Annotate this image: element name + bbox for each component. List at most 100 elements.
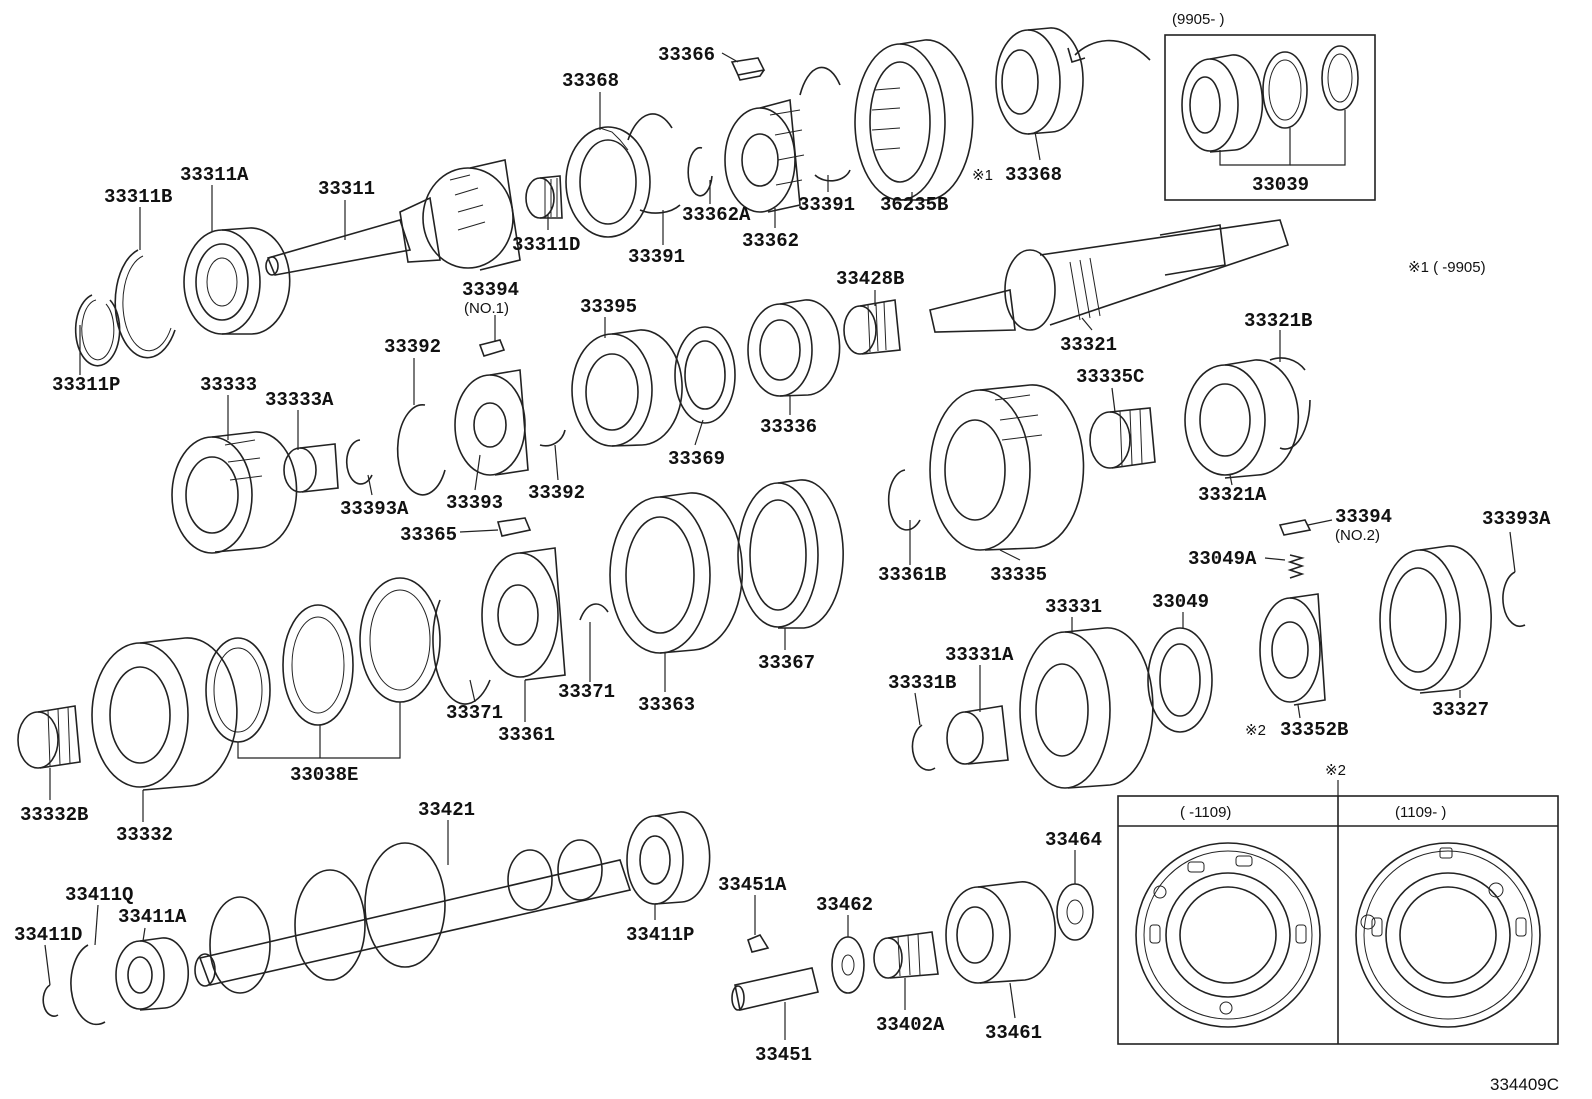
- synchro-ring-33367: [737, 479, 844, 629]
- ring-33369: [674, 326, 736, 424]
- ring-33393A-left: [345, 439, 373, 485]
- label-33311B: 33311B: [104, 186, 172, 208]
- label-33333: 33333: [200, 374, 257, 396]
- gear-33461: [945, 881, 1057, 984]
- label-33402A: 33402A: [876, 1014, 945, 1036]
- label-33321: 33321: [1060, 334, 1117, 356]
- key-33366: [730, 57, 766, 81]
- label-33411D: 33411D: [14, 924, 82, 946]
- label-mark2-a: ※2: [1245, 722, 1266, 739]
- snap-ring-33391-b: [799, 66, 851, 182]
- counter-shaft-33421: [194, 839, 632, 994]
- label-33049A: 33049A: [1188, 548, 1257, 570]
- synchro-ring-33336: [747, 299, 841, 397]
- gear-33332: [91, 637, 238, 791]
- ring-33411D: [42, 984, 59, 1017]
- sleeve-33395: [571, 329, 683, 447]
- key-33394-no1: [478, 339, 506, 357]
- label-mark2-inset: ※2: [1325, 762, 1346, 779]
- washer-33464: [1056, 883, 1094, 941]
- label-33331: 33331: [1045, 596, 1102, 618]
- label-33394-right: 33394: [1335, 506, 1392, 528]
- ring-33331B: [911, 724, 936, 771]
- label-33462: 33462: [816, 894, 873, 916]
- label-33366: 33366: [658, 44, 715, 66]
- label-33393: 33393: [446, 492, 503, 514]
- label-33332: 33332: [116, 824, 173, 846]
- label-33321A: 33321A: [1198, 484, 1267, 506]
- label-33411Q: 33411Q: [65, 884, 133, 906]
- label-33327: 33327: [1432, 699, 1489, 721]
- label-33464: 33464: [1045, 829, 1102, 851]
- ring-33321B: [1269, 357, 1311, 450]
- arrow-inset-to-ring: [1067, 39, 1151, 64]
- label-33391-left: 33391: [628, 246, 685, 268]
- ring-33361B: [887, 469, 921, 531]
- hub-33352B: [1259, 593, 1326, 706]
- label-33049: 33049: [1152, 591, 1209, 613]
- synchro-ring-set-33038E: [205, 577, 441, 743]
- needle-bearing-33331A: [946, 705, 1009, 765]
- label-33336: 33336: [760, 416, 817, 438]
- label-33362: 33362: [742, 230, 799, 252]
- bearing-33411P: [626, 811, 711, 905]
- washer-33462: [831, 936, 865, 994]
- label-33311P: 33311P: [52, 374, 120, 396]
- label-33321B: 33321B: [1244, 310, 1312, 332]
- inset-box-9905: [1164, 34, 1376, 201]
- label-33428B: 33428B: [836, 268, 904, 290]
- label-33393A-right: 33393A: [1482, 508, 1551, 530]
- label-33395: 33395: [580, 296, 637, 318]
- inset2-right-range: (1109- ): [1395, 804, 1446, 821]
- synchro-ring-33049: [1147, 627, 1213, 733]
- label-33335: 33335: [990, 564, 1047, 586]
- key-33394-no2: [1278, 519, 1312, 536]
- gear-33333: [171, 431, 298, 554]
- label-33311D: 33311D: [512, 234, 580, 256]
- sleeve-33327: [1379, 545, 1492, 694]
- label-33039: 33039: [1252, 174, 1309, 196]
- needle-bearing-33333A: [283, 443, 339, 493]
- sleeve-33363: [609, 492, 744, 654]
- key-33365: [496, 517, 532, 537]
- label-36235B: 36235B: [880, 194, 948, 216]
- synchro-ring-33368-left: [565, 126, 651, 238]
- ring-33411Q: [70, 944, 106, 1026]
- mark1-range-note: ※1 ( -9905): [1408, 259, 1486, 276]
- label-33411A: 33411A: [118, 906, 187, 928]
- label-33461: 33461: [985, 1022, 1042, 1044]
- label-33331B: 33331B: [888, 672, 956, 694]
- label-33311A: 33311A: [180, 164, 249, 186]
- label-no1: (NO.1): [464, 300, 509, 317]
- label-33451: 33451: [755, 1044, 812, 1066]
- ring-33311B: [114, 249, 176, 359]
- label-33411P: 33411P: [626, 924, 694, 946]
- label-33038E: 33038E: [290, 764, 358, 786]
- part-label-group: 33366 33368 33311A 33311B 33311 33311D 3…: [14, 11, 1559, 1094]
- label-33365: 33365: [400, 524, 457, 546]
- label-33361: 33361: [498, 724, 555, 746]
- synchro-hub-33362: [724, 98, 805, 213]
- input-shaft-33311: [265, 159, 521, 276]
- needle-bearing-33332B: [17, 705, 81, 769]
- spring-33049A: [1287, 554, 1305, 579]
- label-33393A-left: 33393A: [340, 498, 409, 520]
- ring-33362A: [687, 146, 713, 197]
- snap-ring-33371-a: [432, 599, 491, 705]
- ring-33393A-right: [1502, 571, 1526, 628]
- inset-gear-after-1109: [1355, 842, 1541, 1028]
- synchro-ring-33368-right: [995, 27, 1084, 135]
- needle-bearing-33428B: [843, 299, 901, 355]
- needle-bearing-33402A: [873, 931, 939, 979]
- label-33311: 33311: [318, 178, 375, 200]
- label-33371-right: 33371: [558, 681, 615, 703]
- label-mark1-a: ※1: [972, 167, 993, 184]
- snap-ring-33392-a: [396, 404, 446, 496]
- snap-ring-33391-a: [627, 113, 681, 214]
- label-33368-right: 33368: [1005, 164, 1062, 186]
- label-33451A: 33451A: [718, 874, 787, 896]
- bearing-33311A: [183, 227, 291, 335]
- needle-bearing-33335C: [1089, 407, 1156, 469]
- pin-33451: [731, 967, 819, 1011]
